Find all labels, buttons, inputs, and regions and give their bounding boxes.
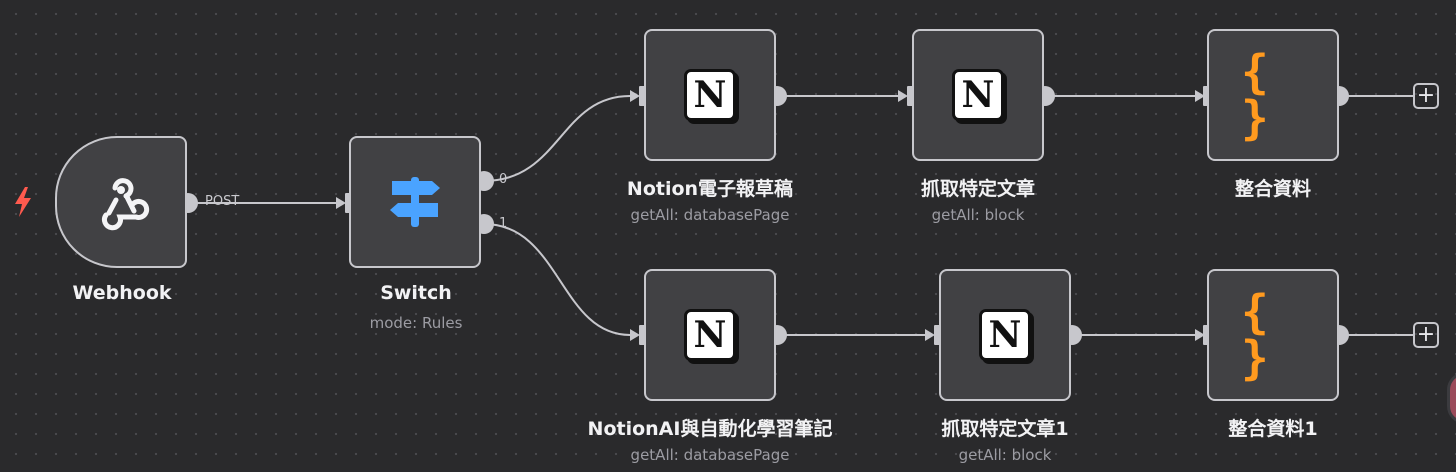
notion-icon: N: [979, 309, 1031, 361]
code-braces-icon: { }: [1241, 285, 1271, 385]
node-label-fetch-article-1: 抓取特定文章1: [941, 418, 1069, 440]
node-fetch-article[interactable]: N: [912, 29, 1044, 161]
arrow-fetch: [898, 90, 908, 102]
node-merge-data[interactable]: { }: [1207, 29, 1339, 161]
add-node-button[interactable]: +: [1413, 322, 1439, 348]
node-switch[interactable]: [349, 136, 481, 268]
signpost-icon: [390, 177, 440, 227]
node-label-merge-data-1: 整合資料1: [1228, 418, 1318, 440]
arrow-ai: [630, 329, 640, 341]
arrow-switch: [336, 197, 346, 209]
webhook-icon: [101, 178, 150, 231]
add-node-button[interactable]: +: [1413, 83, 1439, 109]
edge-switch-ai: [483, 223, 631, 336]
node-subtitle-notion-draft: getAll: databasePage: [630, 206, 790, 224]
node-notion-ai[interactable]: N: [644, 269, 776, 401]
node-subtitle-fetch-article-1: getAll: block: [958, 446, 1052, 464]
trigger-bolt-icon: [15, 187, 31, 217]
node-subtitle-switch: mode: Rules: [369, 314, 463, 332]
node-fetch-article-1[interactable]: N: [939, 269, 1071, 401]
arrow-merge1: [1195, 329, 1205, 341]
node-label-notion-ai: NotionAI與自動化學習筆記: [587, 418, 833, 440]
node-label-switch: Switch: [380, 282, 452, 304]
node-label-merge-data: 整合資料: [1234, 178, 1312, 200]
arrow-draft: [630, 90, 640, 102]
node-label-notion-draft: Notion電子報草稿: [626, 178, 794, 200]
edge-label-post: POST: [205, 194, 240, 209]
node-label-webhook: Webhook: [72, 282, 172, 304]
notion-icon: N: [684, 309, 736, 361]
notion-icon: N: [684, 69, 736, 121]
node-subtitle-fetch-article: getAll: block: [931, 206, 1025, 224]
edge-switch-draft: [483, 95, 631, 182]
node-merge-data-1[interactable]: { }: [1207, 269, 1339, 401]
node-subtitle-notion-ai: getAll: databasePage: [630, 446, 790, 464]
node-notion-draft[interactable]: N: [644, 29, 776, 161]
arrow-merge: [1195, 90, 1205, 102]
edge-label-output-0: 0: [499, 172, 508, 187]
node-webhook[interactable]: [55, 136, 187, 268]
edge-label-output-1: 1: [499, 216, 508, 231]
node-label-fetch-article: 抓取特定文章: [920, 178, 1036, 200]
arrow-fetch1: [925, 329, 935, 341]
notion-icon: N: [952, 69, 1004, 121]
code-braces-icon: { }: [1241, 45, 1271, 145]
